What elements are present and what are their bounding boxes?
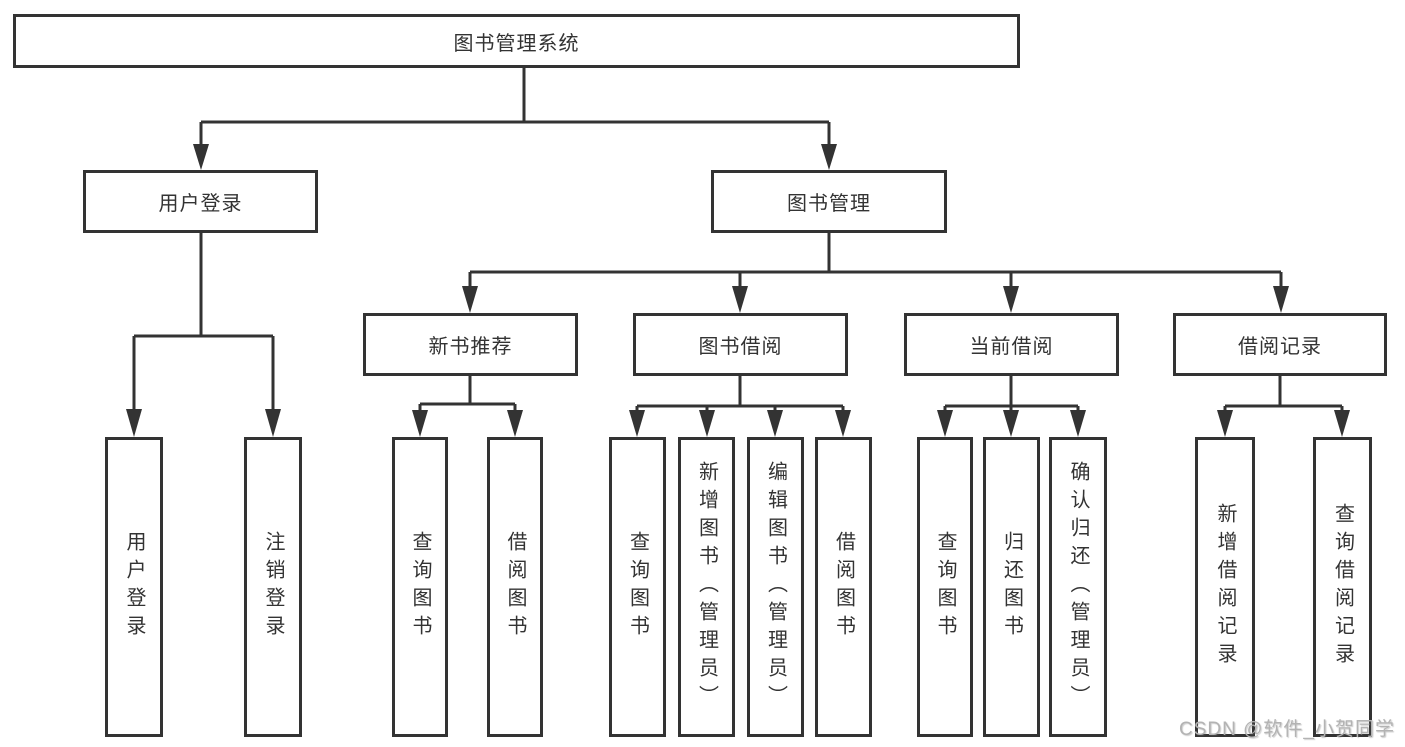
leaf-newbooks-query: 查询图书 [392,437,448,737]
leaf-records-query-label: 查询借阅记录 [1331,503,1354,671]
leaf-newbooks-borrow: 借阅图书 [487,437,543,737]
leaf-borrow-add-label: 新增图书（管理员） [695,461,718,713]
node-root: 图书管理系统 [13,14,1020,68]
leaf-records-add-label: 新增借阅记录 [1214,503,1236,671]
leaf-current-return-label: 归还图书 [1000,531,1023,643]
leaf-current-confirm-label: 确认归还（管理员） [1067,461,1089,713]
leaf-newbooks-borrow-label: 借阅图书 [504,531,526,643]
node-book-borrow: 图书借阅 [633,313,848,376]
node-current-borrow: 当前借阅 [904,313,1119,376]
leaf-user-login: 用户登录 [105,437,163,737]
leaf-borrow-add: 新增图书（管理员） [678,437,735,737]
node-borrow-records: 借阅记录 [1173,313,1387,376]
node-new-book-recommend: 新书推荐 [363,313,578,376]
leaf-newbooks-query-label: 查询图书 [409,531,431,643]
leaf-current-query-label: 查询图书 [934,531,956,643]
leaf-borrow-edit: 编辑图书（管理员） [747,437,804,737]
leaf-borrow-query: 查询图书 [609,437,666,737]
leaf-current-confirm: 确认归还（管理员） [1049,437,1107,737]
node-book-management: 图书管理 [711,170,947,233]
node-user-login: 用户登录 [83,170,318,233]
leaf-current-query: 查询图书 [917,437,973,737]
leaf-borrow-borrow: 借阅图书 [815,437,872,737]
watermark: CSDN @软件_小贺同学 [1179,719,1395,740]
leaf-records-query: 查询借阅记录 [1313,437,1372,737]
leaf-borrow-borrow-label: 借阅图书 [832,531,855,643]
leaf-logout: 注销登录 [244,437,302,737]
leaf-current-return: 归还图书 [983,437,1040,737]
leaf-borrow-edit-label: 编辑图书（管理员） [764,461,787,713]
leaf-logout-label: 注销登录 [262,531,284,643]
leaf-records-add: 新增借阅记录 [1195,437,1255,737]
leaf-user-login-label: 用户登录 [123,531,145,643]
leaf-borrow-query-label: 查询图书 [626,531,649,643]
